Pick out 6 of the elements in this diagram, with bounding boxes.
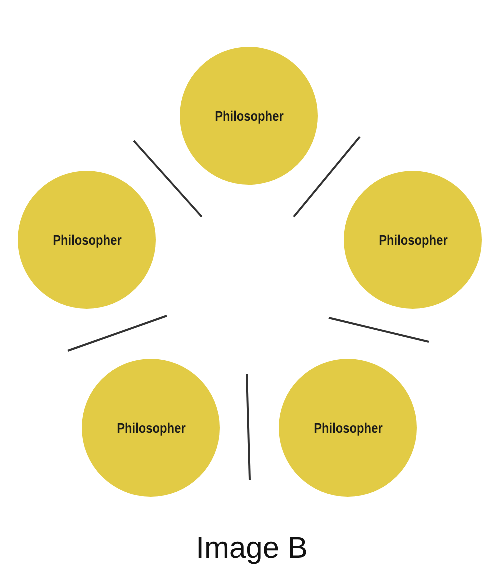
caption: Image B xyxy=(195,532,309,566)
circle-label: Philosopher xyxy=(314,420,382,436)
circle-label: Philosopher xyxy=(214,108,284,124)
circle-label: Philosopher xyxy=(52,232,122,248)
circle-label: Philosopher xyxy=(116,420,186,436)
circle-label: Philosopher xyxy=(378,232,448,248)
